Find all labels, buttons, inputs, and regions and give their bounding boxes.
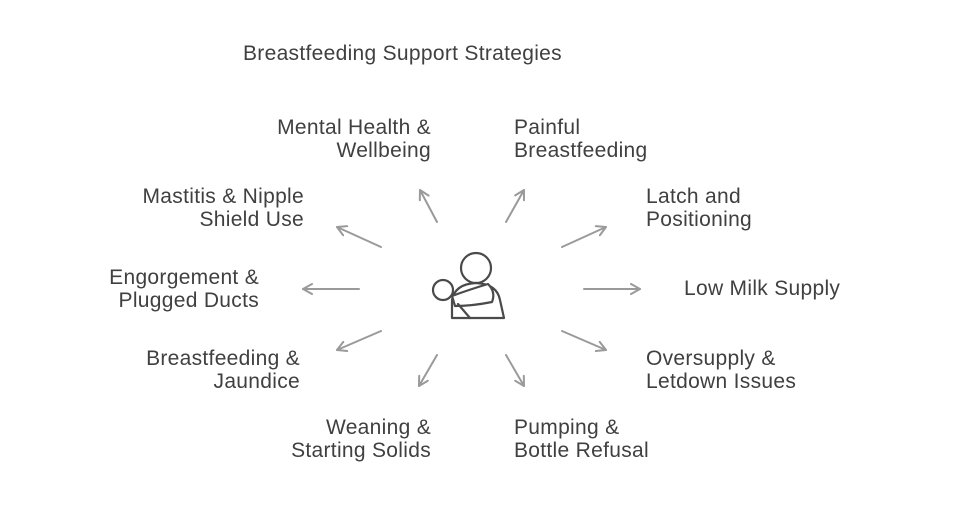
- label-line: Pumping &: [514, 416, 620, 439]
- label-line: Jaundice: [213, 370, 300, 393]
- label-engorgement: Engorgement & Plugged Ducts: [109, 266, 259, 312]
- arrow-oversupply: [561, 330, 607, 353]
- label-line: Letdown Issues: [646, 370, 797, 393]
- label-latch: Latch and Positioning: [646, 185, 752, 231]
- label-line: Weaning &: [325, 416, 431, 439]
- label-line: Shield Use: [199, 208, 304, 231]
- label-line: Starting Solids: [291, 439, 431, 462]
- arrow-mental-health: [418, 189, 438, 223]
- label-line: Latch and: [646, 185, 741, 208]
- label-weaning: Weaning & Starting Solids: [291, 416, 431, 462]
- label-mental-health: Mental Health & Wellbeing: [277, 116, 431, 162]
- arrow-pumping: [505, 354, 525, 387]
- label-line: Mental Health &: [277, 116, 431, 139]
- label-line: Painful: [514, 116, 581, 139]
- label-line: Breastfeeding: [514, 139, 648, 162]
- label-line: Engorgement &: [109, 266, 259, 289]
- label-line: Breastfeeding &: [146, 347, 300, 370]
- label-line: Mastitis & Nipple: [142, 185, 304, 208]
- label-painful: Painful Breastfeeding: [514, 116, 648, 162]
- arrow-painful: [505, 189, 525, 223]
- page-title: Breastfeeding Support Strategies: [243, 42, 562, 65]
- label-line: Positioning: [646, 208, 753, 231]
- arrow-mastitis: [336, 225, 382, 248]
- label-oversupply: Oversupply & Letdown Issues: [646, 347, 796, 393]
- label-jaundice: Breastfeeding & Jaundice: [146, 347, 300, 393]
- label-pumping: Pumping & Bottle Refusal: [514, 416, 649, 462]
- mother-holding-baby-icon: [431, 251, 506, 320]
- label-line: Low Milk Supply: [684, 277, 841, 300]
- label-low-supply: Low Milk Supply: [684, 277, 840, 300]
- label-line: Bottle Refusal: [514, 439, 649, 462]
- arrow-latch: [561, 225, 607, 248]
- arrow-weaning: [418, 354, 438, 387]
- label-line: Plugged Ducts: [118, 289, 259, 312]
- label-line: Oversupply &: [646, 347, 776, 370]
- arrow-jaundice: [336, 330, 382, 353]
- label-line: Wellbeing: [336, 139, 431, 162]
- label-mastitis: Mastitis & Nipple Shield Use: [143, 185, 304, 231]
